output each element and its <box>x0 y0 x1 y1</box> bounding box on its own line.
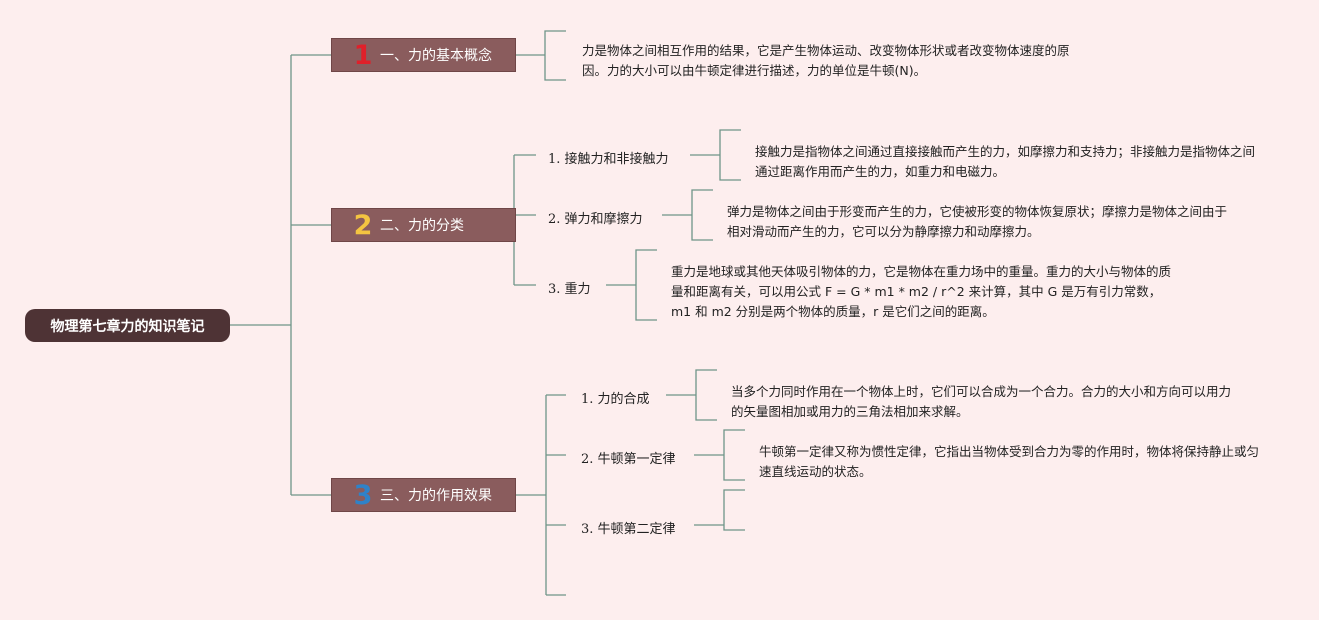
note-bracket <box>723 489 745 531</box>
subtopic-elastic-friction[interactable]: 2. 弹力和摩擦力 <box>548 212 643 227</box>
subtopic-contact-force[interactable]: 1. 接触力和非接触力 <box>548 152 669 167</box>
subtopic-contact-force-note: 接触力是指物体之间通过直接接触而产生的力，如摩擦力和支持力；非接触力是指物体之间… <box>755 144 1256 179</box>
subtopic-newton-second-law[interactable]: 3. 牛顿第二定律 <box>581 522 676 537</box>
number-2-icon: 2 <box>353 209 373 241</box>
subtopic-gravity-note: 重力是地球或其他天体吸引物体的力，它是物体在重力场中的重量。重力的大小与物体的质… <box>671 264 1172 319</box>
note-bracket <box>691 189 713 241</box>
section-1-label: 一、力的基本概念 <box>380 48 492 64</box>
subtopic-newton-first-law-note: 牛顿第一定律又称为惯性定律，它指出当物体受到合力为零的作用时，物体将保持静止或匀… <box>759 444 1260 479</box>
section-1-node[interactable]: 1 一、力的基本概念 <box>331 38 516 72</box>
number-3-icon: 3 <box>353 479 373 511</box>
section-2-label: 二、力的分类 <box>380 218 464 234</box>
section-2-node[interactable]: 2 二、力的分类 <box>331 208 516 242</box>
subtopic-force-composition[interactable]: 1. 力的合成 <box>581 392 650 407</box>
number-1-icon: 1 <box>353 39 373 71</box>
note-bracket <box>719 129 741 181</box>
note-bracket <box>695 369 717 421</box>
note-bracket <box>544 30 566 81</box>
section-3-label: 三、力的作用效果 <box>380 488 492 504</box>
subtopic-newton-first-law[interactable]: 2. 牛顿第一定律 <box>581 452 676 467</box>
subtopic-elastic-friction-note: 弹力是物体之间由于形变而产生的力，它使被形变的物体恢复原状；摩擦力是物体之间由于… <box>727 204 1228 239</box>
root-topic[interactable]: 物理第七章力的知识笔记 <box>25 309 230 342</box>
subtopic-gravity[interactable]: 3. 重力 <box>548 282 591 297</box>
section-3-node[interactable]: 3 三、力的作用效果 <box>331 478 516 512</box>
section-1-note: 力是物体之间相互作用的结果，它是产生物体运动、改变物体形状或者改变物体速度的原因… <box>582 43 1070 78</box>
subtopic-force-composition-note: 当多个力同时作用在一个物体上时，它们可以合成为一个合力。合力的大小和方向可以用力… <box>731 384 1232 419</box>
note-bracket <box>723 429 745 481</box>
note-bracket <box>635 249 657 321</box>
